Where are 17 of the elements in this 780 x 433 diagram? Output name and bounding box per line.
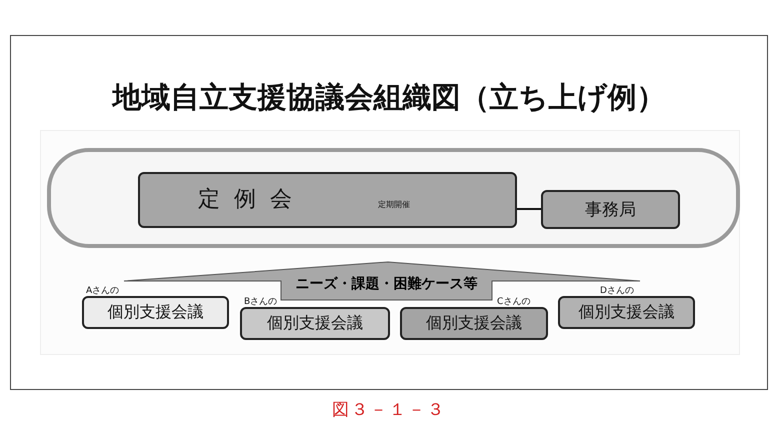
connector-line [517, 208, 541, 210]
meeting-box: 事務局 [541, 190, 680, 229]
meeting-box: 個別支援会議 [82, 296, 229, 329]
title: 地域自立支援協議会組織図（立ち上げ例） [110, 79, 666, 116]
arrow-label: ニーズ・課題・困難ケース等 [294, 275, 478, 293]
meeting-box: 個別支援会議 [400, 307, 548, 340]
person-label: Cさんの [497, 296, 530, 308]
meeting-box: 個別支援会議 [558, 296, 695, 329]
box-title: 定例会 [198, 186, 306, 214]
person-label: Bさんの [244, 296, 278, 308]
box-note: 定期開催 [378, 199, 410, 210]
person-label: Aさんの [86, 285, 120, 297]
caption: 図３－１－３ [331, 399, 447, 421]
meeting-box [138, 172, 517, 228]
meeting-box: 個別支援会議 [240, 307, 390, 340]
rounded-band [47, 148, 740, 248]
person-label: Dさんの [600, 285, 634, 297]
